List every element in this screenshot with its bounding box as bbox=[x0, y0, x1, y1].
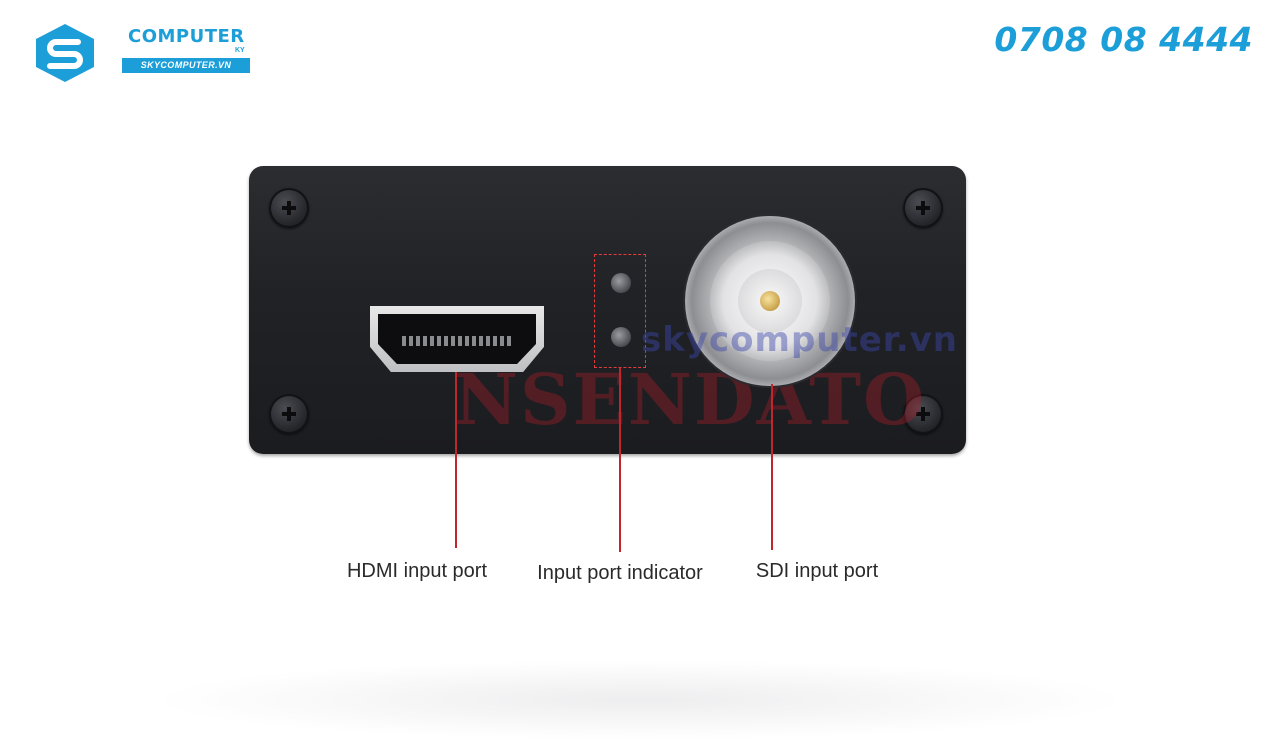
sdi-input-port-label: SDI input port bbox=[755, 560, 879, 582]
input-port-indicator-label: Input port indicator bbox=[537, 562, 703, 584]
logo-brand-word: COMPUTER bbox=[128, 26, 245, 47]
hdmi-port-icon bbox=[370, 306, 544, 372]
screw-icon bbox=[269, 394, 309, 434]
sdi-leader-line bbox=[771, 384, 773, 550]
indicator-led-icon bbox=[611, 327, 631, 347]
hotline-phone[interactable]: 0708 08 4444 bbox=[994, 20, 1253, 59]
screw-icon bbox=[903, 188, 943, 228]
screw-icon bbox=[903, 394, 943, 434]
hdmi-input-port-label: HDMI input port bbox=[346, 560, 488, 582]
site-logo[interactable]: COMPUTER KY SKYCOMPUTER.VN bbox=[30, 22, 250, 84]
hdmi-leader-line bbox=[455, 372, 457, 548]
indicator-highlight-box bbox=[594, 254, 646, 368]
logo-emblem-icon bbox=[36, 24, 94, 82]
logo-brand-suffix: KY bbox=[235, 47, 245, 54]
brand-watermark: NSENDATO bbox=[454, 358, 927, 441]
floor-reflection bbox=[150, 660, 1130, 740]
indicator-led-icon bbox=[611, 273, 631, 293]
converter-rear-panel: NSENDATO skycomputer.vn bbox=[249, 166, 966, 454]
sdi-bnc-connector-icon bbox=[685, 216, 855, 386]
indicator-leader-line bbox=[619, 368, 621, 552]
site-watermark: skycomputer.vn bbox=[641, 320, 959, 360]
screw-icon bbox=[269, 188, 309, 228]
logo-url: SKYCOMPUTER.VN bbox=[122, 58, 250, 73]
